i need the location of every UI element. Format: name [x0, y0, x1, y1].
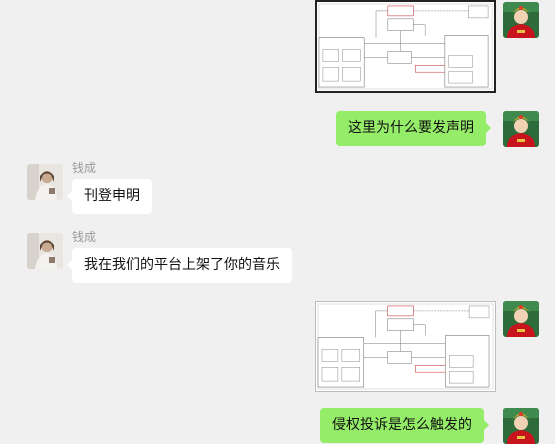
outgoing-message[interactable]: 这里为什么要发声明: [336, 111, 491, 146]
self-avatar[interactable]: [503, 2, 539, 38]
self-avatar[interactable]: [503, 301, 539, 337]
image-message-diagram[interactable]: [315, 301, 496, 392]
self-avatar[interactable]: [503, 111, 539, 147]
incoming-message[interactable]: 我在我们的平台上架了你的音乐: [67, 248, 292, 283]
sender-name: 钱成: [72, 230, 97, 244]
red-outfit-avatar-icon: [503, 111, 539, 147]
outgoing-message[interactable]: 侵权投诉是怎么触发的: [320, 408, 489, 443]
red-outfit-avatar-icon: [503, 2, 539, 38]
diagram-thumbnail-icon: [316, 302, 495, 391]
photo-avatar-icon: [27, 233, 63, 269]
contact-avatar[interactable]: [27, 233, 63, 269]
photo-avatar-icon: [27, 164, 63, 200]
incoming-message[interactable]: 刊登申明: [67, 179, 152, 214]
image-message-diagram[interactable]: [315, 0, 496, 93]
contact-avatar[interactable]: [27, 164, 63, 200]
red-outfit-avatar-icon: [503, 301, 539, 337]
diagram-thumbnail-icon: [317, 2, 494, 91]
sender-name: 钱成: [72, 161, 97, 175]
